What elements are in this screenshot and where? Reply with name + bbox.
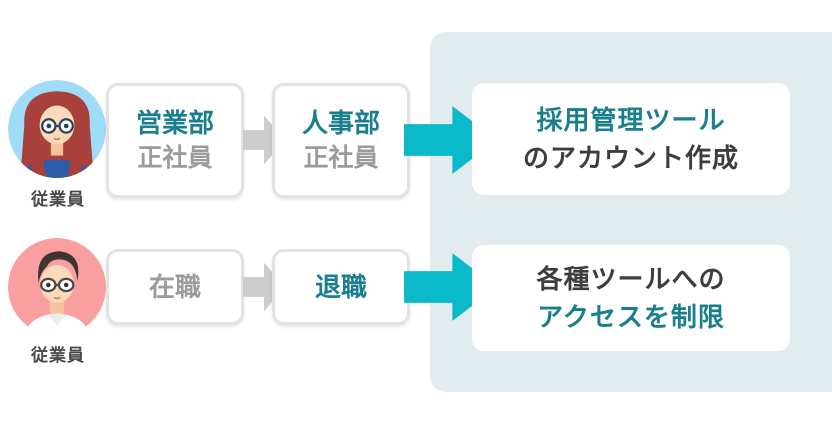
shirt-collar bbox=[48, 313, 66, 326]
step-box-employed: 在職 bbox=[106, 249, 244, 325]
step-title: 営業部 bbox=[135, 108, 214, 138]
step-title: 人事部 bbox=[301, 108, 380, 138]
hair-lock-right bbox=[67, 120, 85, 178]
man-avatar bbox=[8, 238, 106, 336]
step-subtitle: 正社員 bbox=[137, 144, 213, 172]
result-line-2: のアカウント作成 bbox=[522, 143, 739, 173]
hair bbox=[38, 251, 79, 283]
step-title: 退職 bbox=[314, 272, 367, 302]
persona-label-row1: 従業員 bbox=[31, 190, 85, 209]
result-card-access-restriction: 各種ツールへの アクセスを制限 bbox=[472, 245, 790, 351]
step-box-hr-dept: 人事部 正社員 bbox=[272, 83, 410, 198]
result-line-2: アクセスを制限 bbox=[537, 302, 725, 332]
eye-right bbox=[63, 123, 69, 129]
mouth bbox=[53, 137, 61, 141]
eye-left bbox=[46, 123, 52, 129]
eye-left bbox=[46, 282, 51, 288]
step-subtitle: 正社員 bbox=[303, 144, 379, 172]
mouth bbox=[53, 296, 61, 300]
persona-label-row2: 従業員 bbox=[31, 346, 85, 365]
step-title: 在職 bbox=[148, 272, 201, 302]
step-box-sales-dept: 営業部 正社員 bbox=[106, 83, 244, 198]
step-box-resigned: 退職 bbox=[272, 249, 410, 325]
result-card-account-creation: 採用管理ツール のアカウント作成 bbox=[472, 83, 790, 195]
hair-lock-left bbox=[29, 120, 47, 178]
woman-avatar bbox=[8, 80, 106, 178]
hair-fringe bbox=[38, 93, 77, 123]
result-line-1: 各種ツールへの bbox=[536, 264, 726, 294]
eye-right bbox=[63, 282, 69, 288]
result-line-1: 採用管理ツール bbox=[536, 105, 726, 135]
